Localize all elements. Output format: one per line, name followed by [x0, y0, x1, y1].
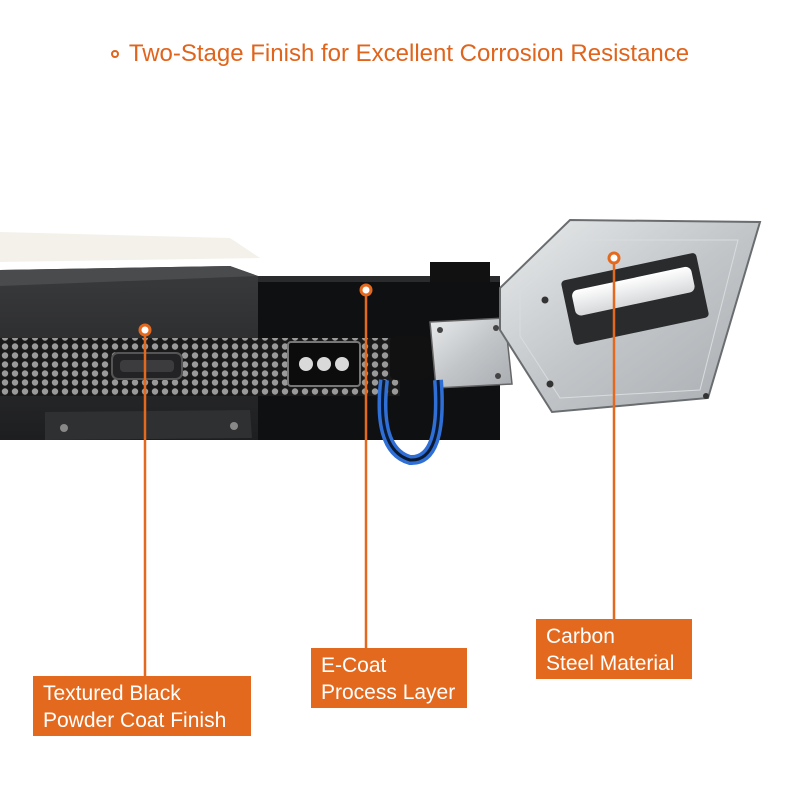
- callout-carbon-steel: Carbon Steel Material: [536, 619, 692, 679]
- callout-powder-coat: Textured Black Powder Coat Finish: [33, 676, 251, 736]
- ground-shadow: [0, 232, 260, 262]
- callout-lines: [143, 258, 616, 676]
- callout-dot-steel: [607, 251, 621, 265]
- callout-e-coat: E-Coat Process Layer: [311, 648, 467, 708]
- callout-dot-ecoat: [359, 283, 373, 297]
- headline: Two-Stage Finish for Excellent Corrosion…: [0, 40, 800, 68]
- textured-bar-top: [0, 266, 258, 286]
- callout-dot-powder: [138, 323, 152, 337]
- mount-bracket: [45, 410, 252, 440]
- callout-dots: [138, 251, 621, 337]
- headline-text: Two-Stage Finish for Excellent Corrosion…: [128, 40, 690, 67]
- shackle: [377, 336, 444, 465]
- bullet-ring-icon: [110, 50, 119, 58]
- gloss-mount-block: [430, 262, 490, 282]
- steel-plate: [429, 317, 513, 389]
